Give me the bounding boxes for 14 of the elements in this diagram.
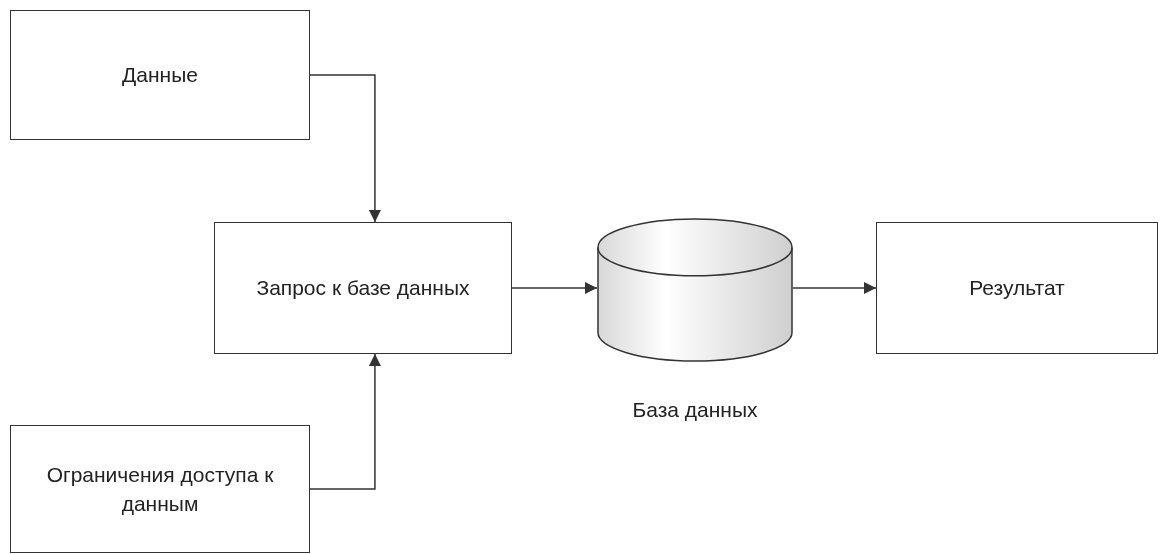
arrow [309, 353, 381, 490]
process-box [214, 222, 512, 354]
process-box [10, 425, 310, 553]
node-caption: База данных [632, 398, 758, 422]
box-label: Запрос к базе данных [255, 275, 471, 302]
database-cylinder [597, 218, 793, 362]
arrow [792, 282, 877, 294]
arrow [309, 74, 381, 223]
process-box [876, 222, 1158, 354]
box-label: Ограничения доступа к данным [45, 461, 275, 517]
process-box [10, 10, 310, 140]
arrow [511, 282, 598, 294]
box-label: Данные [121, 62, 199, 89]
box-label: Результат [968, 275, 1066, 302]
